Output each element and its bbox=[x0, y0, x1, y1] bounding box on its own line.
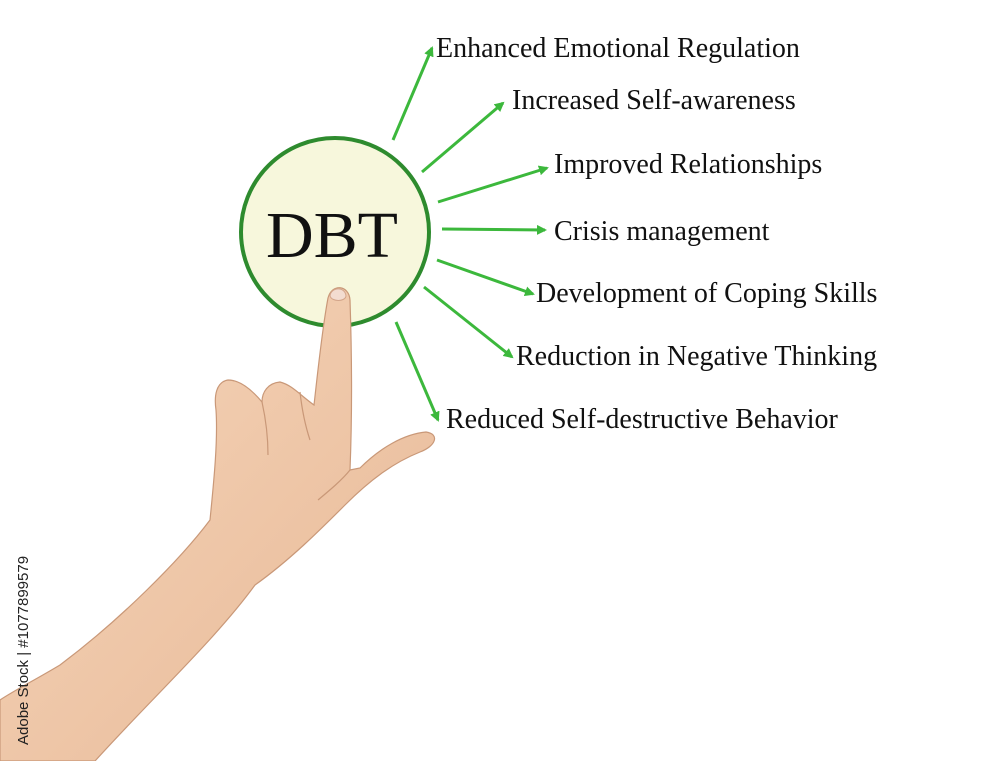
benefit-label-reduced-self-destructive-behavior: Reduced Self-destructive Behavior bbox=[446, 404, 839, 435]
benefit-label-reduction-in-negative-thinking: Reduction in Negative Thinking bbox=[516, 341, 877, 372]
pointing-hand-icon bbox=[0, 287, 436, 761]
watermark-text: Adobe Stock | #1077899579 bbox=[15, 556, 32, 745]
benefit-labels: Enhanced Emotional Regulation Increased … bbox=[436, 33, 877, 435]
arrow-crisis-management bbox=[441, 224, 547, 235]
center-label: DBT bbox=[266, 199, 398, 272]
arrow-enhanced-emotional-regulation bbox=[391, 46, 434, 141]
benefit-label-development-of-coping-skills: Development of Coping Skills bbox=[536, 278, 877, 309]
arrow-increased-self-awareness bbox=[421, 101, 505, 174]
benefit-label-improved-relationships: Improved Relationships bbox=[554, 149, 822, 180]
arrow-development-of-coping-skills bbox=[436, 258, 535, 297]
benefit-label-crisis-management: Crisis management bbox=[554, 216, 770, 247]
arrow-reduced-self-destructive-behavior bbox=[394, 321, 440, 422]
benefit-label-increased-self-awareness: Increased Self-awareness bbox=[512, 85, 796, 116]
arrow-improved-relationships bbox=[437, 165, 549, 204]
benefit-label-enhanced-emotional-regulation: Enhanced Emotional Regulation bbox=[436, 33, 800, 64]
arrows-group bbox=[391, 46, 549, 422]
center-node: DBT bbox=[239, 136, 431, 328]
arrow-reduction-in-negative-thinking bbox=[423, 285, 514, 359]
